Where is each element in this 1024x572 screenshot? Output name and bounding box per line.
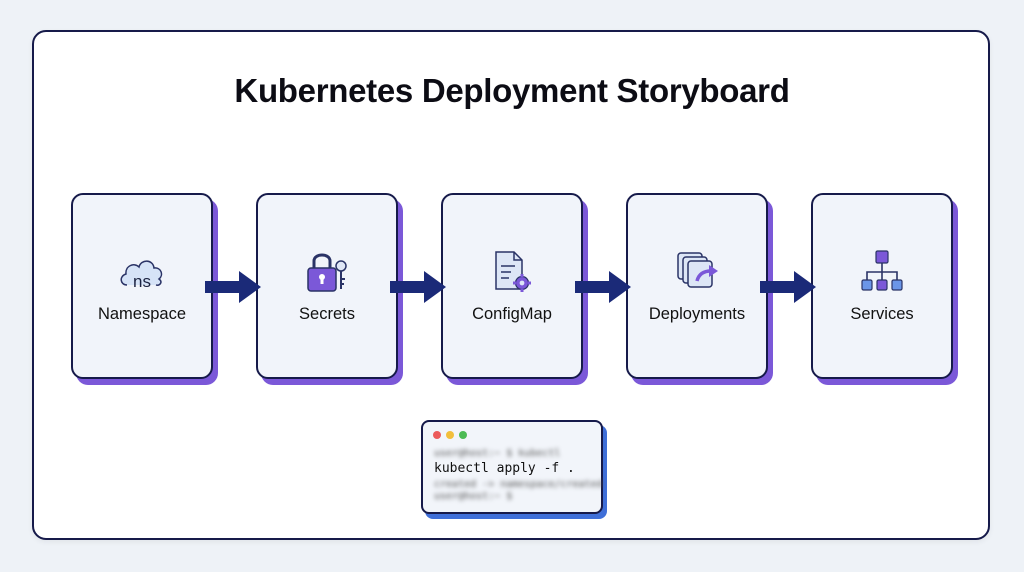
stacked-pages-arrow-icon — [677, 252, 718, 288]
step-card-configmap: ConfigMap — [441, 193, 583, 379]
terminal-window: user@host:~ $ kubectl kubectl apply -f .… — [421, 420, 603, 514]
arrow-right-icon — [760, 271, 816, 303]
arrow-right-icon — [390, 271, 446, 303]
arrow-right-icon — [575, 271, 631, 303]
arrow-right-icon — [205, 271, 261, 303]
step-card-secrets: Secrets — [256, 193, 398, 379]
terminal-line-blurred: user@host:~ $ — [434, 491, 513, 502]
ns-icon-text: ns — [133, 272, 151, 291]
step-label: Deployments — [648, 305, 746, 323]
page-title: Kubernetes Deployment Storyboard — [234, 72, 790, 109]
step-card-services: Services — [811, 193, 953, 379]
service-hierarchy-icon — [861, 250, 903, 291]
step-card-namespace: ns Namespace — [71, 193, 213, 379]
step-label: Namespace — [97, 305, 187, 323]
cloud-ns-icon: ns — [120, 260, 163, 291]
step-label: Services — [850, 305, 914, 323]
lock-key-icon — [307, 253, 347, 292]
document-gear-icon — [495, 251, 531, 292]
maximize-dot-icon — [459, 431, 467, 439]
window-controls — [433, 431, 467, 439]
step-card-deployments: Deployments — [626, 193, 768, 379]
terminal-line-blurred: user@host:~ $ kubectl — [434, 448, 561, 459]
minimize-dot-icon — [446, 431, 454, 439]
step-label: Secrets — [299, 305, 355, 323]
terminal-command: kubectl apply -f . — [434, 461, 575, 476]
terminal-line-blurred: created -> namespace/created — [434, 479, 603, 490]
close-dot-icon — [433, 431, 441, 439]
step-label: ConfigMap — [472, 305, 552, 323]
